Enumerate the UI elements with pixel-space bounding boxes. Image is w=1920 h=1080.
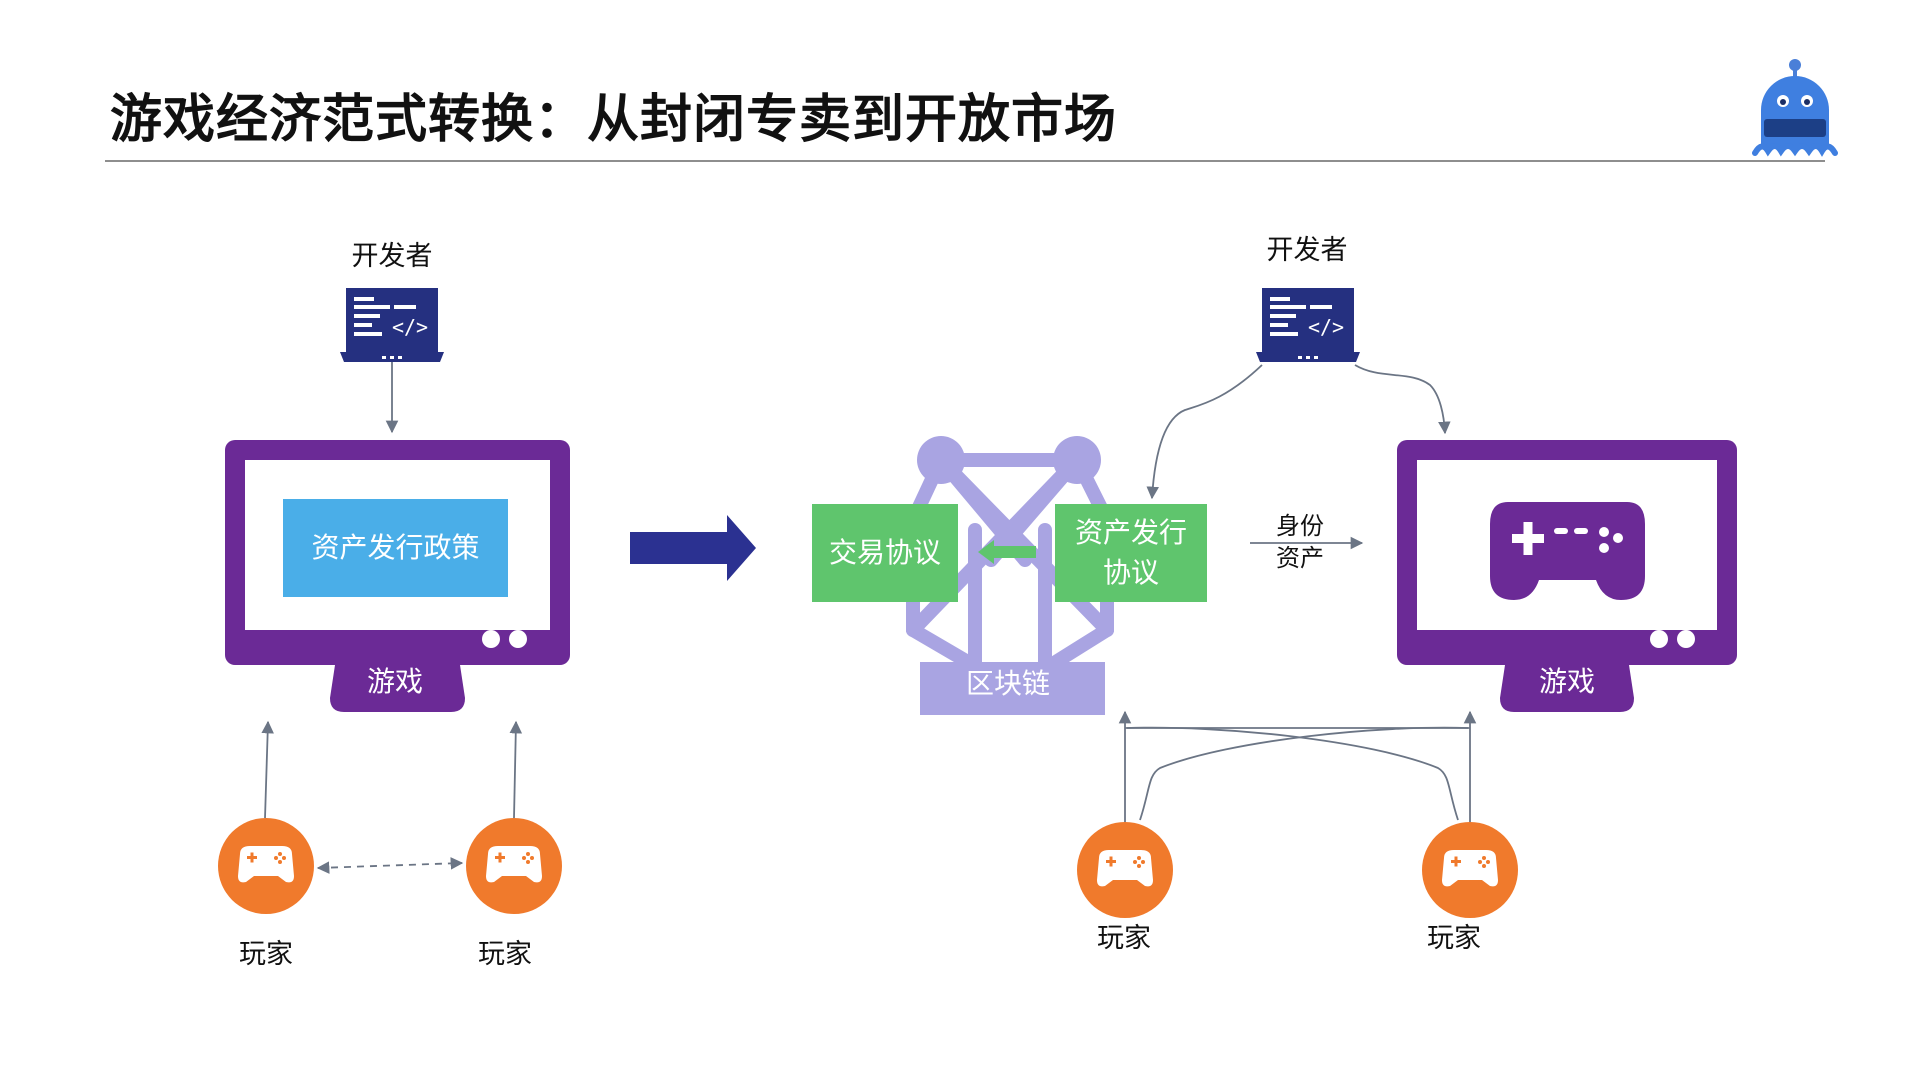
left-game-label: 游戏 xyxy=(366,665,424,698)
left-player1-label: 玩家 xyxy=(239,939,293,970)
left-player1-gamepad-icon xyxy=(218,818,314,914)
right-developer-label: 开发者 xyxy=(1266,235,1348,266)
left-player2-label: 玩家 xyxy=(478,939,532,970)
transition-arrow xyxy=(630,515,756,581)
robot-mascot-icon xyxy=(1752,59,1838,157)
player1-to-game-connector xyxy=(261,720,274,819)
right-player1-label: 玩家 xyxy=(1097,923,1151,954)
right-player2-gamepad-icon xyxy=(1422,822,1518,918)
left-developer-label: 开发者 xyxy=(351,241,433,272)
asset-policy-box: 资产发行政策 xyxy=(283,499,508,597)
code-laptop-icon: </> xyxy=(340,288,444,362)
player-cross-connector-b xyxy=(1126,726,1459,821)
issue-protocol-label: 资产发行 协议 xyxy=(1074,516,1187,589)
asset-policy-label: 资产发行政策 xyxy=(311,531,480,564)
right-game-label: 游戏 xyxy=(1538,665,1596,698)
right-player2-label: 玩家 xyxy=(1427,923,1481,954)
identity-asset-label: 身份 资产 xyxy=(1276,512,1324,572)
player-exchange-connector xyxy=(316,857,464,874)
svg-text:</>: </> xyxy=(1308,315,1344,339)
code-laptop-icon: </> xyxy=(1256,288,1360,362)
trade-protocol-box: 交易协议 xyxy=(812,504,958,602)
issue-protocol-box: 资产发行 协议 xyxy=(1055,504,1207,602)
player2-to-game-connector xyxy=(509,720,523,819)
dev-to-issue-connector xyxy=(1146,364,1263,500)
right-player1-gamepad-icon xyxy=(1077,822,1173,918)
gamepad-icon xyxy=(1490,502,1645,600)
trade-protocol-label: 交易协议 xyxy=(828,536,941,569)
page-title: 游戏经济范式转换：从封闭专卖到开放市场 xyxy=(110,90,1118,150)
dev-to-game-right-connector xyxy=(1354,364,1451,435)
blockchain-label: 区块链 xyxy=(965,667,1051,700)
protocol-link-arrow xyxy=(978,540,1036,564)
title-divider xyxy=(105,160,1825,162)
player-cross-connector-a xyxy=(1139,726,1469,821)
svg-text:</>: </> xyxy=(392,315,428,339)
left-player2-gamepad-icon xyxy=(466,818,562,914)
